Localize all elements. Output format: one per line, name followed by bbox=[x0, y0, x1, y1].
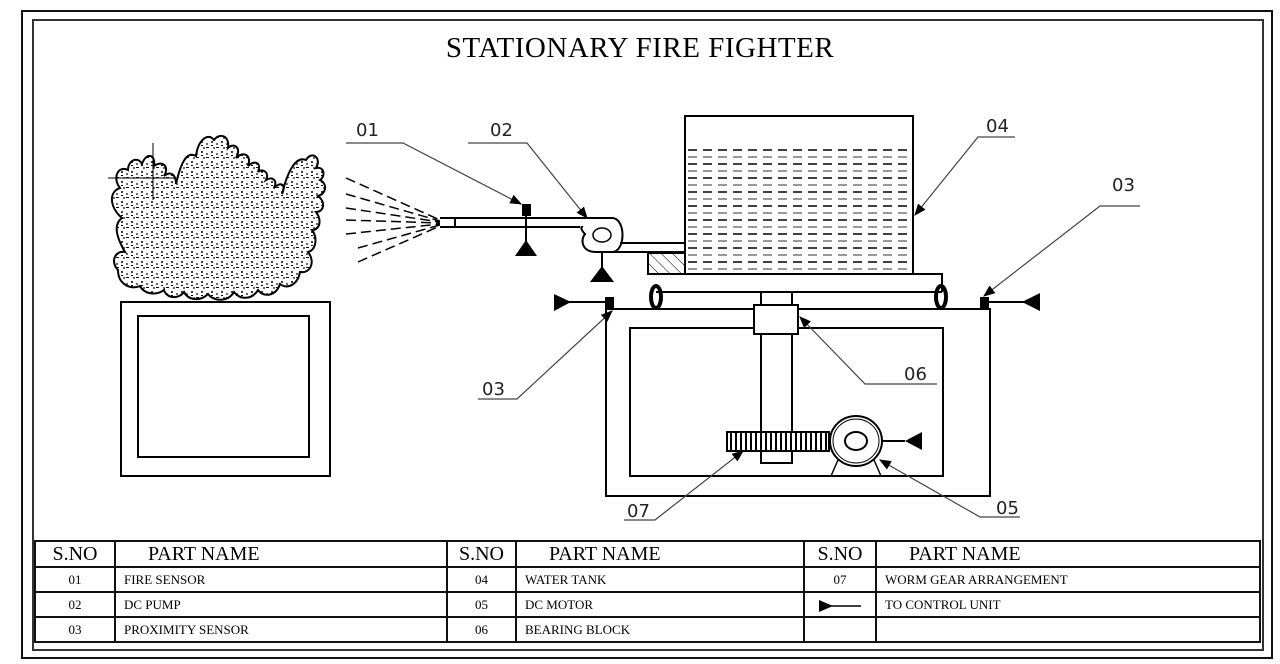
schematic-drawing: 01 02 04 03 03 06 05 07 bbox=[108, 115, 1140, 522]
callout-05: 05 bbox=[996, 498, 1019, 519]
table-row: 02 DC PUMP 05 DC MOTOR TO CONTROL UNIT bbox=[34, 591, 1261, 618]
dc-motor bbox=[829, 415, 922, 477]
header-part-name-3: PART NAME bbox=[875, 540, 1261, 568]
sno-cell: 03 bbox=[34, 616, 116, 643]
header-part-name-2: PART NAME bbox=[515, 540, 805, 568]
fire-stand bbox=[120, 301, 331, 477]
fire-sensor bbox=[515, 204, 537, 256]
part-name-cell: WORM GEAR ARRANGEMENT bbox=[875, 566, 1261, 593]
part-name-cell: TO CONTROL UNIT bbox=[875, 591, 1261, 618]
parts-table-header: S.NO PART NAME S.NO PART NAME S.NO PART … bbox=[34, 540, 1261, 568]
arrow-to-control-unit-icon bbox=[819, 599, 861, 612]
parts-table: S.NO PART NAME S.NO PART NAME S.NO PART … bbox=[34, 540, 1261, 643]
callout-01: 01 bbox=[356, 120, 379, 141]
header-sno-3: S.NO bbox=[803, 540, 877, 568]
callout-02: 02 bbox=[490, 120, 513, 141]
callout-leaders bbox=[346, 136, 1140, 521]
callout-03-left: 03 bbox=[482, 379, 505, 400]
sno-cell: 05 bbox=[446, 591, 517, 618]
sno-cell: 01 bbox=[34, 566, 116, 593]
sno-cell: 06 bbox=[446, 616, 517, 643]
dc-pump bbox=[580, 217, 685, 282]
bearing-block bbox=[753, 304, 799, 335]
callout-06: 06 bbox=[904, 364, 927, 385]
part-name-cell bbox=[875, 616, 1261, 643]
part-name-cell: DC MOTOR bbox=[515, 591, 805, 618]
proximity-sensor-left bbox=[554, 294, 614, 311]
table-row: 01 FIRE SENSOR 04 WATER TANK 07 WORM GEA… bbox=[34, 566, 1261, 593]
table-row: 03 PROXIMITY SENSOR 06 BEARING BLOCK bbox=[34, 616, 1261, 643]
part-name-cell: DC PUMP bbox=[114, 591, 448, 618]
callout-03-right: 03 bbox=[1112, 175, 1135, 196]
header-sno-2: S.NO bbox=[446, 540, 517, 568]
fire-icon bbox=[108, 134, 326, 301]
legend-symbol-cell bbox=[803, 591, 877, 618]
base-housing bbox=[605, 308, 991, 497]
sno-cell bbox=[803, 616, 877, 643]
part-name-cell: WATER TANK bbox=[515, 566, 805, 593]
worm-gear bbox=[726, 431, 830, 452]
callout-04: 04 bbox=[986, 116, 1009, 137]
drawing-title: STATIONARY FIRE FIGHTER bbox=[445, 32, 835, 64]
sno-cell: 07 bbox=[803, 566, 877, 593]
nozzle-pipe bbox=[440, 217, 585, 228]
sno-cell: 02 bbox=[34, 591, 116, 618]
part-name-cell: FIRE SENSOR bbox=[114, 566, 448, 593]
inner-border bbox=[32, 19, 1264, 651]
sno-cell: 04 bbox=[446, 566, 517, 593]
part-name-cell: PROXIMITY SENSOR bbox=[114, 616, 448, 643]
water-tank bbox=[647, 115, 943, 292]
proximity-sensor-right bbox=[980, 293, 1040, 311]
part-name-cell: BEARING BLOCK bbox=[515, 616, 805, 643]
callout-07: 07 bbox=[627, 501, 650, 522]
header-sno-1: S.NO bbox=[34, 540, 116, 568]
water-spray bbox=[345, 177, 441, 263]
header-part-name-1: PART NAME bbox=[114, 540, 448, 568]
outer-border bbox=[21, 10, 1273, 659]
